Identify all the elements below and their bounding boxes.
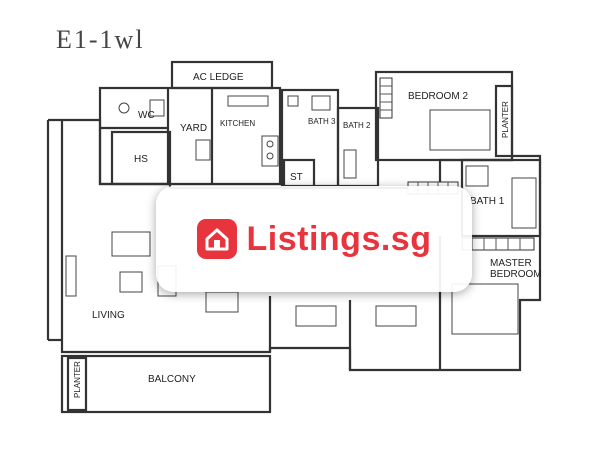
label-bath1: BATH 1 bbox=[470, 196, 505, 207]
label-bedroom2: BEDROOM 2 bbox=[408, 91, 468, 102]
label-kitchen: KITCHEN bbox=[220, 119, 255, 128]
label-bath2: BATH 2 bbox=[343, 121, 371, 130]
label-planter-right: PLANTER bbox=[501, 101, 510, 138]
label-st: ST bbox=[290, 172, 303, 183]
label-master-line2: BEDROOM bbox=[490, 269, 542, 280]
balcony-area bbox=[60, 354, 272, 414]
label-living: LIVING bbox=[92, 310, 125, 321]
watermark-text: Listings.sg bbox=[246, 219, 432, 258]
house-icon bbox=[196, 219, 237, 259]
planter-left-area bbox=[66, 356, 88, 412]
plan-title: E1-1wl bbox=[56, 25, 145, 54]
label-wc: WC bbox=[138, 110, 155, 121]
hs-area bbox=[110, 130, 172, 186]
label-yard: YARD bbox=[180, 123, 207, 134]
listings-watermark: Listings.sg bbox=[156, 186, 472, 292]
planter-right-area bbox=[494, 84, 514, 158]
label-master-line1: MASTER bbox=[490, 258, 532, 269]
label-ac-ledge: AC LEDGE bbox=[193, 72, 244, 83]
label-balcony: BALCONY bbox=[148, 374, 196, 385]
label-bath3: BATH 3 bbox=[308, 117, 336, 126]
label-planter-left: PLANTER bbox=[73, 361, 82, 398]
label-hs: HS bbox=[134, 154, 148, 165]
